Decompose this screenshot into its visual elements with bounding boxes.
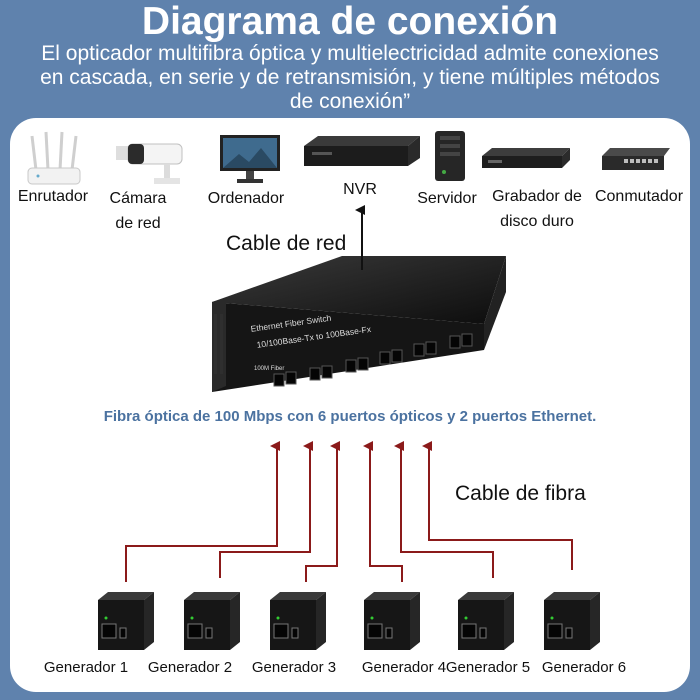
device-label-nvr: NVR [343,181,377,198]
page-subtitle: El opticador multifibra óptica y multiel… [40,42,660,113]
camera-icon [116,143,183,184]
generator-2-icon [184,592,240,650]
fiber-cable-label: Cable de fibra [455,482,586,505]
generator-6-icon [544,592,600,650]
fiber-line-6 [422,441,573,570]
dvr-icon [482,148,570,168]
fiber-line-5 [394,441,494,578]
switch-ports [273,333,473,387]
generator-1-icon [98,592,154,650]
device-label-server: Servidor [417,190,477,207]
fiber-note: Fibra óptica de 100 Mbps con 6 puertos ó… [103,408,597,425]
device-label-switch: Conmutador [594,188,684,205]
device-label-camera: Cámara de red [109,190,167,232]
fiber-line-4 [363,441,403,582]
device-label-dvr: Grabador de disco duro [492,188,582,230]
generator-4-label: Generador 4 [361,659,447,676]
network-cable-label: Cable de red [226,232,347,255]
generator-5-label: Generador 5 [445,659,531,676]
switch-icon [602,148,670,170]
fiber-line-1 [125,441,280,582]
generator-2-label: Generador 2 [147,659,233,676]
switch-port-label: 100M Fiber [254,366,285,372]
generator-1-label: Generador 1 [43,659,129,676]
generator-6-label: Generador 6 [541,659,627,676]
generator-3-label: Generador 3 [251,659,337,676]
page-title: Diagrama de conexión [141,0,559,43]
nvr-icon [304,136,420,166]
monitor-icon [220,135,280,183]
generator-4-icon [364,592,420,650]
router-icon [27,131,81,185]
generator-3-icon [270,592,326,650]
device-label-router: Enrutador [17,188,89,205]
fiber-line-2 [219,441,313,578]
device-label-computer: Ordenador [207,190,285,207]
fiber-switch-device [212,256,506,392]
server-icon [435,131,465,181]
generator-5-icon [458,592,514,650]
header: Diagrama de conexión El opticador multif… [0,0,700,118]
fiber-line-3 [305,441,340,582]
